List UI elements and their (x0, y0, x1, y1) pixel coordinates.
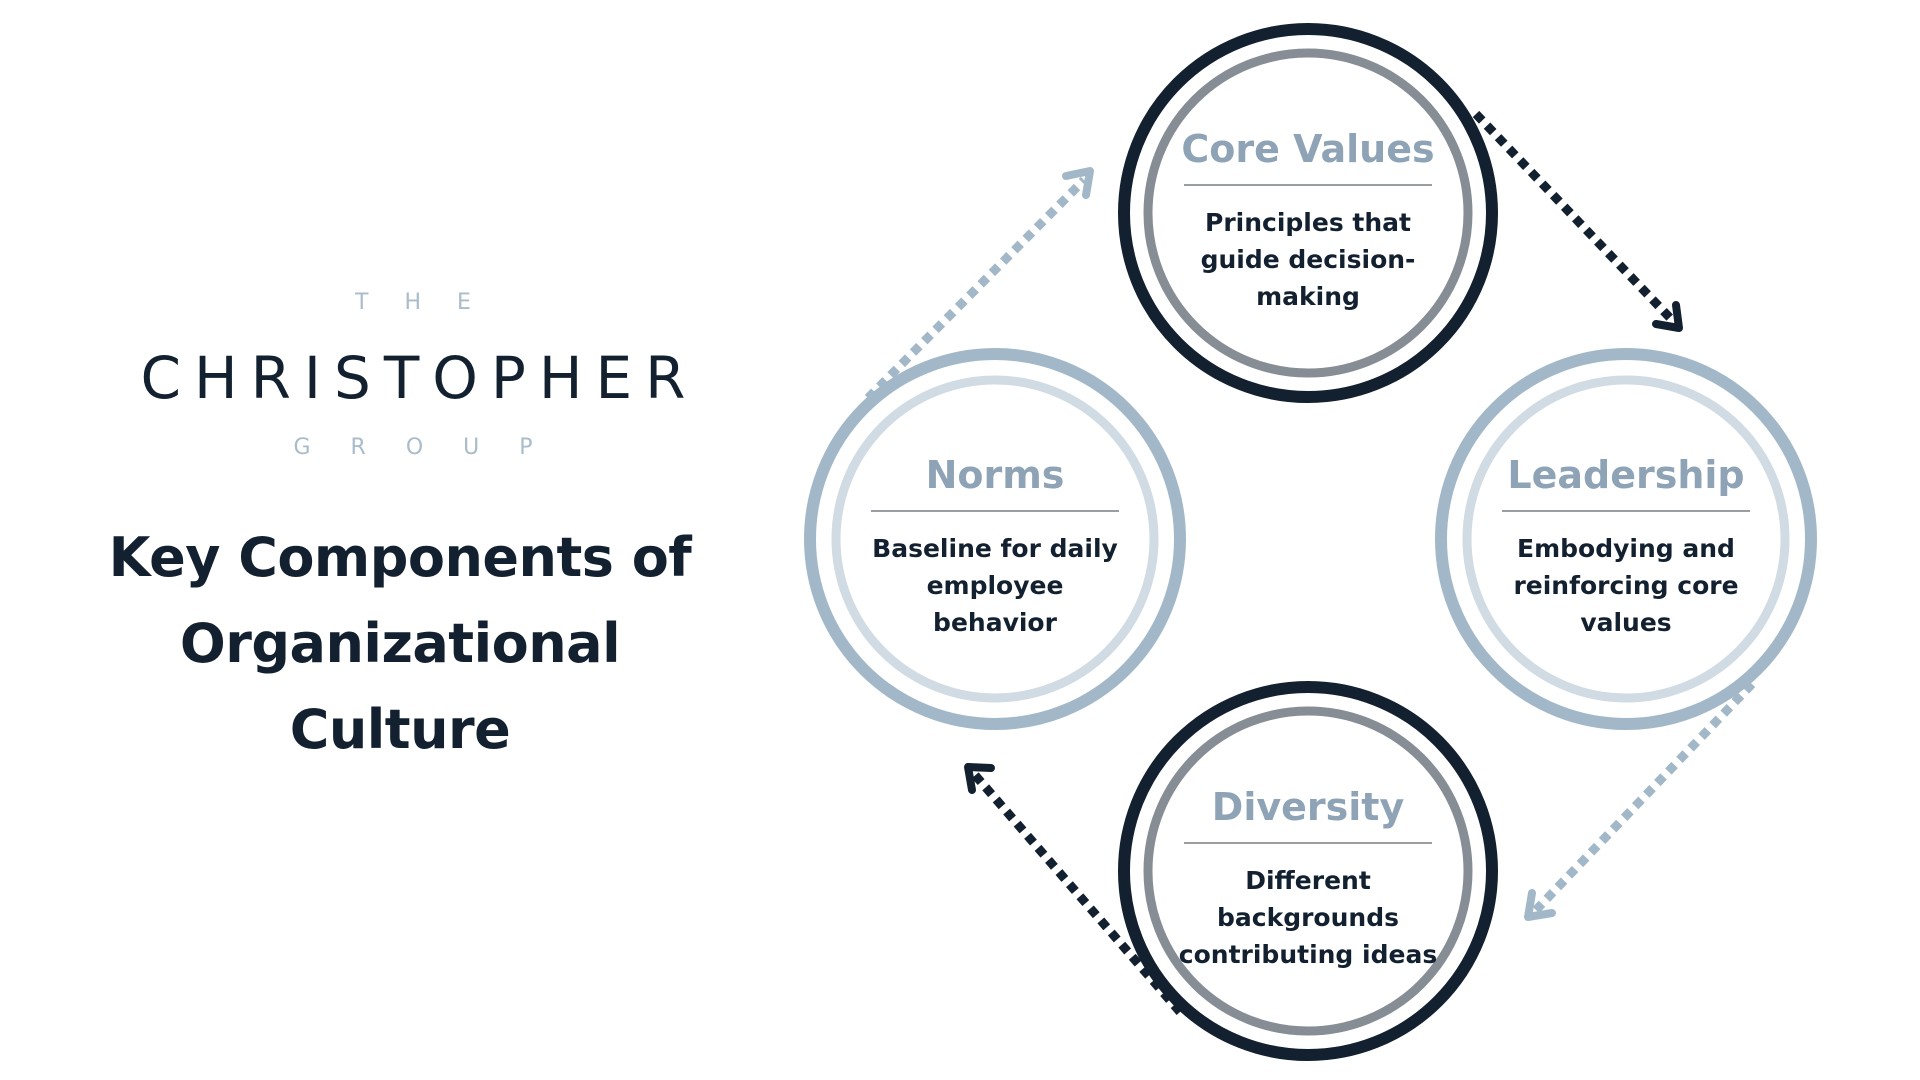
title-line-2: Organizational (179, 612, 621, 675)
description-line: Different (1245, 866, 1371, 895)
node-title: Leadership (1507, 453, 1745, 497)
description-line: contributing ideas (1178, 940, 1438, 969)
arrow-norms-to-core-values (864, 167, 1094, 402)
node-core-values: Core Values Principles that guide decisi… (1158, 126, 1458, 315)
logo-name-text: CHRISTOPHER (140, 344, 699, 412)
node-description: Embodying and reinforcing core values (1476, 530, 1776, 641)
node-diversity: Diversity Different backgrounds contribu… (1158, 784, 1458, 973)
node-title: Core Values (1181, 127, 1435, 171)
node-leadership: Leadership Embodying and reinforcing cor… (1476, 452, 1776, 641)
leadership-rings (1435, 348, 1817, 730)
title-line-3: Culture (289, 698, 511, 761)
logo-group-text: GROUP (293, 435, 573, 460)
node-title: Norms (925, 453, 1065, 497)
node-divider (1184, 184, 1432, 186)
description-line: Principles that (1205, 208, 1411, 237)
description-line: values (1580, 608, 1672, 637)
node-norms: Norms Baseline for daily employee behavi… (845, 452, 1145, 641)
description-line: guide decision- (1200, 245, 1416, 274)
description-line: employee (926, 571, 1064, 600)
norms-rings (804, 348, 1186, 730)
title-line-1: Key Components of (108, 526, 692, 589)
company-logo: THE CHRISTOPHER GROUP (60, 288, 766, 460)
description-line: behavior (933, 608, 1057, 637)
description-line: Baseline for daily (872, 534, 1118, 563)
node-description: Principles that guide decision- making (1158, 204, 1458, 315)
node-description: Baseline for daily employee behavior (845, 530, 1145, 641)
arrow-core-values-to-leadership (1472, 110, 1683, 332)
description-line: Embodying and (1517, 534, 1735, 563)
node-divider (871, 510, 1119, 512)
arrow-diversity-to-norms (964, 763, 1184, 1015)
node-divider (1502, 510, 1750, 512)
arrow-leadership-to-diversity (1524, 680, 1756, 921)
node-title: Diversity (1211, 785, 1405, 829)
description-line: making (1256, 282, 1360, 311)
diversity-rings (1118, 681, 1498, 1061)
logo-the-text: THE (355, 290, 507, 315)
page-title: Key Components of Organizational Culture (40, 515, 760, 773)
core-values-rings (1118, 23, 1498, 403)
description-line: reinforcing core (1513, 571, 1739, 600)
description-line: backgrounds (1217, 903, 1399, 932)
node-divider (1184, 842, 1432, 844)
node-description: Different backgrounds contributing ideas (1158, 862, 1458, 973)
